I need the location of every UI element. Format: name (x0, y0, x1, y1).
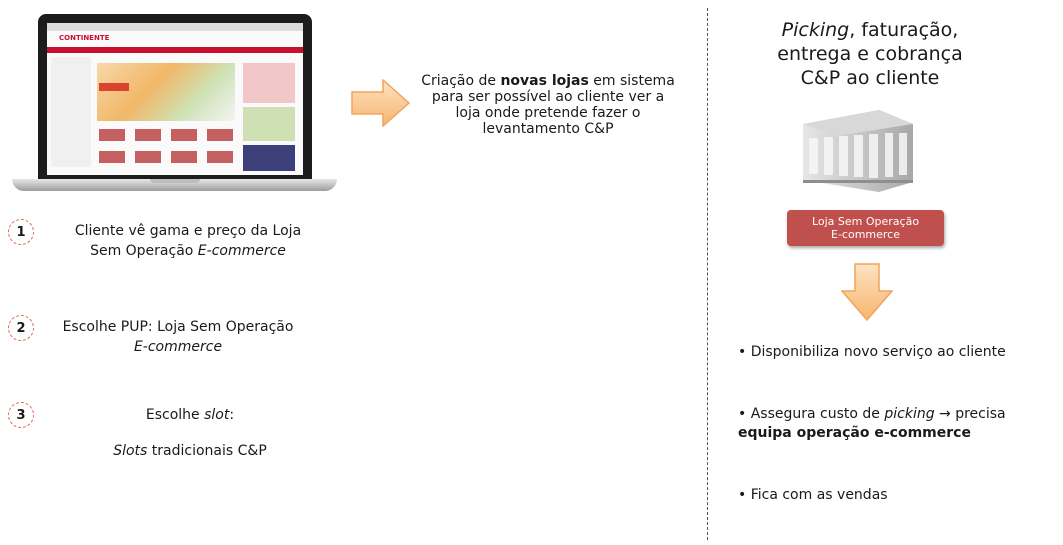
site-product (171, 129, 197, 141)
laptop-screen: CONTINENTE (47, 23, 303, 175)
step-3-line1-em: slot (204, 407, 230, 423)
step-1-line2-em: E-commerce (197, 243, 286, 259)
center-text-pre: Criação de (421, 73, 501, 89)
right-title-line2: entrega e cobrança (777, 43, 963, 65)
step-2-text: Escolhe PUP: Loja Sem Operação E-commerc… (38, 317, 318, 357)
store-box: Loja Sem Operação E-commerce (787, 210, 944, 246)
step-2-line1: Escolhe PUP: Loja Sem Operação (62, 319, 294, 335)
store-box-line1: Loja Sem Operação (811, 215, 920, 228)
bullet-1: • Disponibiliza novo serviço ao cliente (738, 344, 1006, 360)
site-product (99, 129, 125, 141)
step-3-line1-tail: : (229, 407, 235, 423)
step-3-line2: Slots tradicionais C&P (50, 441, 330, 461)
bullet-2-line2: equipa operação e-commerce (738, 424, 1006, 443)
center-text-bold: novas lojas (500, 73, 589, 89)
site-side-ad (243, 63, 295, 103)
step-1-line2: Sem Operação E-commerce (48, 241, 328, 261)
right-title-line3: C&P ao cliente (800, 67, 940, 89)
bullet-2: • Assegura custo de picking → precisa eq… (738, 405, 1006, 443)
site-logo: CONTINENTE (59, 34, 110, 42)
site-product (207, 129, 233, 141)
site-hero-banner (97, 63, 235, 121)
step-3-line1-plain: Escolhe (145, 407, 205, 423)
step-3-line2-em: Slots (113, 443, 148, 459)
site-product (99, 151, 125, 163)
right-title: Picking, faturação, entrega e cobrança C… (730, 18, 1010, 90)
bullet-2-post: → precisa (934, 406, 1006, 422)
step-2-line2: E-commerce (38, 337, 318, 357)
step-1-line2-plain: Sem Operação (90, 243, 198, 259)
right-title-line1: Picking, faturação, (730, 18, 1010, 42)
step-3-line2-plain: tradicionais C&P (147, 443, 267, 459)
step-2-line2-em: E-commerce (133, 339, 223, 355)
laptop-notch (150, 179, 200, 183)
right-title-em: Picking (781, 19, 850, 41)
step-1-line1: Cliente vê gama e preço da Loja (74, 223, 302, 239)
site-side-ad (243, 107, 295, 141)
center-description: Criação de novas lojas em sistema para s… (418, 73, 678, 137)
site-side-ad (243, 145, 295, 171)
bullet-3: • Fica com as vendas (738, 487, 888, 503)
site-product (171, 151, 197, 163)
step-1-text: Cliente vê gama e preço da Loja Sem Oper… (48, 221, 328, 261)
bullet-2-bold: equipa operação e-commerce (738, 425, 971, 441)
site-left-menu (51, 57, 91, 167)
center-text-post: em sistema para ser possível ao cliente … (431, 73, 675, 137)
site-product (135, 151, 161, 163)
right-title-rest: , faturação, (849, 19, 959, 41)
step-3-line1: Escolhe slot: (50, 405, 330, 425)
site-product (135, 129, 161, 141)
bullet-2-em: picking (884, 406, 935, 422)
bullet-2-pre: • Assegura custo de (738, 406, 885, 422)
arrow-down-icon (841, 263, 893, 321)
arrow-right-icon (351, 79, 411, 127)
site-product (207, 151, 233, 163)
browser-bar (47, 23, 303, 31)
warehouse-icon (803, 110, 913, 192)
store-box-line2: E-commerce (831, 228, 900, 241)
vertical-divider (707, 8, 708, 540)
site-hero-tag (99, 83, 129, 91)
step-badge-2: 2 (8, 315, 34, 341)
laptop-illustration: CONTINENTE (12, 12, 337, 191)
bullet-2-line1: • Assegura custo de picking → precisa (738, 405, 1006, 424)
step-badge-3: 3 (8, 402, 34, 428)
step-badge-1: 1 (8, 219, 34, 245)
step-3-text: Escolhe slot: Slots tradicionais C&P (50, 405, 330, 461)
site-nav-bar (47, 47, 303, 53)
laptop-base (12, 179, 337, 191)
